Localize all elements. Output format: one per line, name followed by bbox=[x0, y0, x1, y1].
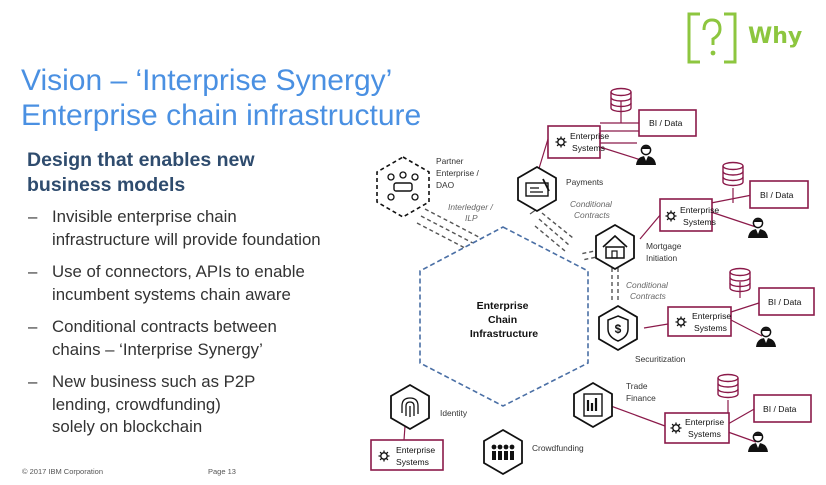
bi-data-box: BI / Data bbox=[749, 180, 809, 209]
bullet-item: – Use of connectors, APIs to enable incu… bbox=[28, 262, 305, 304]
partner-label: Partner Enterprise / DAO bbox=[436, 156, 481, 190]
securitization-label: Securitization bbox=[635, 354, 686, 364]
copyright-text: © 2017 IBM Corporation bbox=[22, 467, 103, 476]
payments-node bbox=[517, 166, 557, 212]
bi-data-box: BI / Data bbox=[753, 394, 812, 423]
securitization-node: $ bbox=[598, 305, 638, 351]
document-chart-icon bbox=[583, 393, 603, 417]
database-icon bbox=[722, 161, 744, 187]
bullet-item: – Conditional contracts between chains –… bbox=[28, 317, 277, 359]
database-icon bbox=[717, 373, 739, 399]
conditional-contracts-label: Conditional Contracts bbox=[626, 280, 670, 301]
meeting-people-icon bbox=[387, 171, 419, 201]
page-subtitle: Enterprise chain infrastructure bbox=[21, 99, 422, 132]
bullet-item: – New business such as P2P lending, crow… bbox=[28, 372, 256, 436]
bi-data-box: BI / Data bbox=[758, 287, 815, 316]
house-icon bbox=[602, 234, 628, 259]
person-icon bbox=[755, 326, 777, 348]
svg-text:BI / Data: BI / Data bbox=[763, 404, 797, 414]
page-number: Page 13 bbox=[208, 467, 236, 476]
bullet-item: – Invisible enterprise chain infrastruct… bbox=[28, 207, 321, 249]
person-icon bbox=[635, 144, 657, 166]
mortgage-label: Mortgage Initiation bbox=[646, 241, 684, 263]
mortgage-node bbox=[595, 224, 635, 270]
trade-finance-node bbox=[573, 382, 613, 428]
identity-node bbox=[390, 384, 430, 430]
identity-label: Identity bbox=[440, 408, 468, 418]
crowdfunding-label: Crowdfunding bbox=[532, 443, 584, 453]
central-label: Enterprise Chain Infrastructure bbox=[470, 300, 538, 340]
why-label: Why bbox=[748, 24, 803, 49]
fingerprint-icon bbox=[401, 397, 419, 417]
person-icon bbox=[747, 217, 769, 239]
person-icon bbox=[747, 431, 769, 453]
bi-data-box: BI / Data bbox=[638, 109, 697, 137]
svg-text:BI / Data: BI / Data bbox=[649, 118, 683, 128]
dollar-shield-icon: $ bbox=[607, 315, 629, 342]
crowdfunding-node bbox=[483, 429, 523, 475]
central-hexagon bbox=[419, 226, 589, 407]
trade-finance-label: Trade Finance bbox=[626, 381, 656, 403]
cheque-icon bbox=[525, 178, 550, 197]
section-heading: Design that enables new business models bbox=[27, 149, 255, 196]
page-title: Vision – ‘Interprise Synergy’ bbox=[21, 64, 393, 97]
payments-label: Payments bbox=[566, 177, 603, 187]
svg-text:BI / Data: BI / Data bbox=[760, 190, 794, 200]
svg-text:BI / Data: BI / Data bbox=[768, 297, 802, 307]
svg-text:$: $ bbox=[615, 322, 622, 336]
partner-node bbox=[376, 156, 430, 218]
question-bracket-icon bbox=[687, 12, 737, 64]
interledger-label: Interledger / ILP bbox=[448, 202, 495, 223]
bullet-list: – Invisible enterprise chain infrastruct… bbox=[28, 206, 321, 449]
crowd-icon bbox=[491, 444, 515, 460]
conditional-contracts-label: Conditional Contracts bbox=[570, 199, 614, 220]
